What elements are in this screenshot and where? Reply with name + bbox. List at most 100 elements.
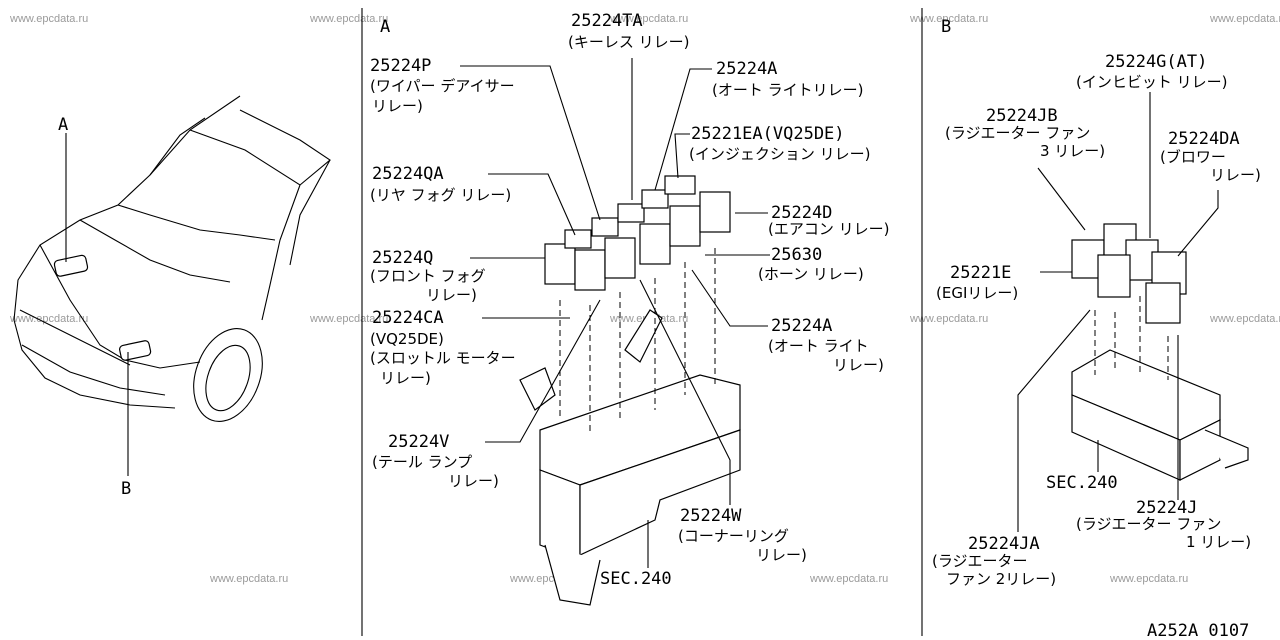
relay — [1145, 282, 1181, 324]
part-number: 25221E — [950, 263, 1011, 283]
part-description: (フロント フォグ — [370, 267, 486, 285]
leader — [485, 299, 601, 443]
part-description: リレー) — [1210, 166, 1261, 184]
part-number: 25224V — [388, 432, 449, 452]
watermark: www.epcdata.ru — [309, 13, 388, 25]
leader — [654, 68, 712, 191]
bumper-lower — [21, 344, 166, 396]
part-number: 25224W — [680, 506, 742, 526]
mount-post — [624, 309, 663, 363]
relay — [544, 243, 576, 285]
watermarks: www.epcdata.ru www.epcdata.ru www.epcdat… — [9, 13, 1280, 585]
relay — [641, 189, 669, 209]
watermark: www.epcdata.ru — [309, 313, 388, 325]
watermark: www.epcdata.ru — [609, 13, 688, 25]
relay — [574, 249, 606, 291]
front-wheel — [205, 344, 251, 412]
relay — [564, 229, 592, 249]
part-number: 25224A — [716, 59, 777, 79]
hood-crease — [79, 219, 231, 283]
part-description: (エアコン リレー) — [768, 220, 889, 238]
front-wheel-arch — [193, 328, 263, 422]
leader — [488, 173, 576, 236]
car-outline — [13, 95, 241, 409]
part-description: (オート ライトリレー) — [712, 81, 863, 99]
watermark: www.epcdata.ru — [9, 13, 88, 25]
part-number: 25224JA — [968, 534, 1040, 554]
relay — [604, 237, 636, 279]
relay — [639, 223, 671, 265]
leader — [639, 279, 731, 505]
panel-b-title: B — [941, 17, 951, 37]
relay — [699, 191, 731, 233]
overview-label-a: A — [58, 115, 68, 135]
part-description: (ホーン リレー) — [758, 265, 864, 283]
part-description: (リヤ フォグ リレー) — [370, 186, 511, 204]
watermark: www.epcdata.ru — [909, 13, 988, 25]
overview-label-b: B — [121, 479, 131, 499]
connector-tab — [1204, 429, 1249, 469]
section-reference: SEC.240 — [600, 569, 672, 589]
watermark: www.epcdata.ru — [909, 313, 988, 325]
windshield-edge — [149, 117, 206, 176]
part-description: リレー) — [833, 356, 884, 374]
figure-code: A252A 0107 — [1147, 621, 1249, 640]
part-description: (ラジエーター — [932, 552, 1028, 570]
part-description: (テール ランプ — [372, 453, 472, 471]
watermark: www.epcdata.ru — [209, 573, 288, 585]
panel-a-callouts: 25224TA (キーレス リレー) 25224P (ワイパー デアイサー リレ… — [370, 11, 889, 589]
leader — [1177, 190, 1219, 257]
part-description: 3 リレー) — [1040, 142, 1105, 160]
part-description: (VQ25DE) — [370, 330, 444, 348]
part-number: 25224JB — [986, 106, 1058, 126]
part-description: リレー) — [372, 97, 423, 115]
leader — [691, 269, 768, 327]
part-number: 25224DA — [1168, 129, 1240, 149]
leader — [460, 65, 601, 221]
part-description: ファン 2リレー) — [946, 570, 1056, 588]
part-number: 25630 — [771, 245, 822, 265]
leader — [674, 133, 690, 179]
panel-b-leaders — [1017, 92, 1219, 532]
watermark: www.epcdata.ru — [1209, 13, 1280, 25]
part-description: (コーナーリング — [678, 527, 789, 545]
part-description: (EGIリレー) — [936, 284, 1018, 302]
junction-bracket — [544, 544, 601, 606]
car-overview: A B — [13, 95, 331, 499]
leader — [1037, 167, 1086, 231]
part-number: 25224P — [370, 56, 431, 76]
junction-box-front — [579, 429, 741, 556]
door-line — [289, 159, 331, 266]
part-number: 25224CA — [372, 308, 444, 328]
part-number: 25224Q — [372, 248, 433, 268]
panel-a-title: A — [380, 17, 390, 37]
windshield — [189, 109, 331, 186]
bumper-line — [19, 309, 131, 366]
cowl-line — [117, 204, 276, 241]
part-number: 25224G(AT) — [1105, 52, 1207, 72]
relay — [669, 205, 701, 247]
part-number: 25224TA — [571, 11, 643, 31]
part-number: 25224A — [771, 316, 832, 336]
relay — [591, 217, 619, 237]
relay-block-b — [1071, 223, 1249, 481]
part-number: 25221EA(VQ25DE) — [691, 124, 845, 144]
part-description: (インジェクション リレー) — [689, 145, 870, 163]
watermark: www.epcdata.ru — [1209, 313, 1280, 325]
panel-b-callouts: 25224G(AT) (インヒビット リレー) 25224JB (ラジエーター … — [932, 52, 1261, 588]
part-description: (インヒビット リレー) — [1076, 73, 1227, 91]
relay — [664, 175, 696, 195]
relay-box-b-marker — [119, 340, 152, 361]
part-description: (キーレス リレー) — [568, 33, 689, 51]
panel-a-leaders — [460, 58, 770, 568]
part-description: (オート ライト — [768, 337, 869, 355]
hood-edge — [39, 244, 201, 369]
part-number: 25224QA — [372, 164, 444, 184]
watermark: www.epcdata.ru — [809, 573, 888, 585]
mount-tab — [519, 367, 556, 411]
part-description: (ブロワー — [1160, 148, 1226, 166]
part-description: 1 リレー) — [1186, 533, 1251, 551]
part-description: リレー) — [426, 286, 477, 304]
part-description: リレー) — [380, 369, 431, 387]
